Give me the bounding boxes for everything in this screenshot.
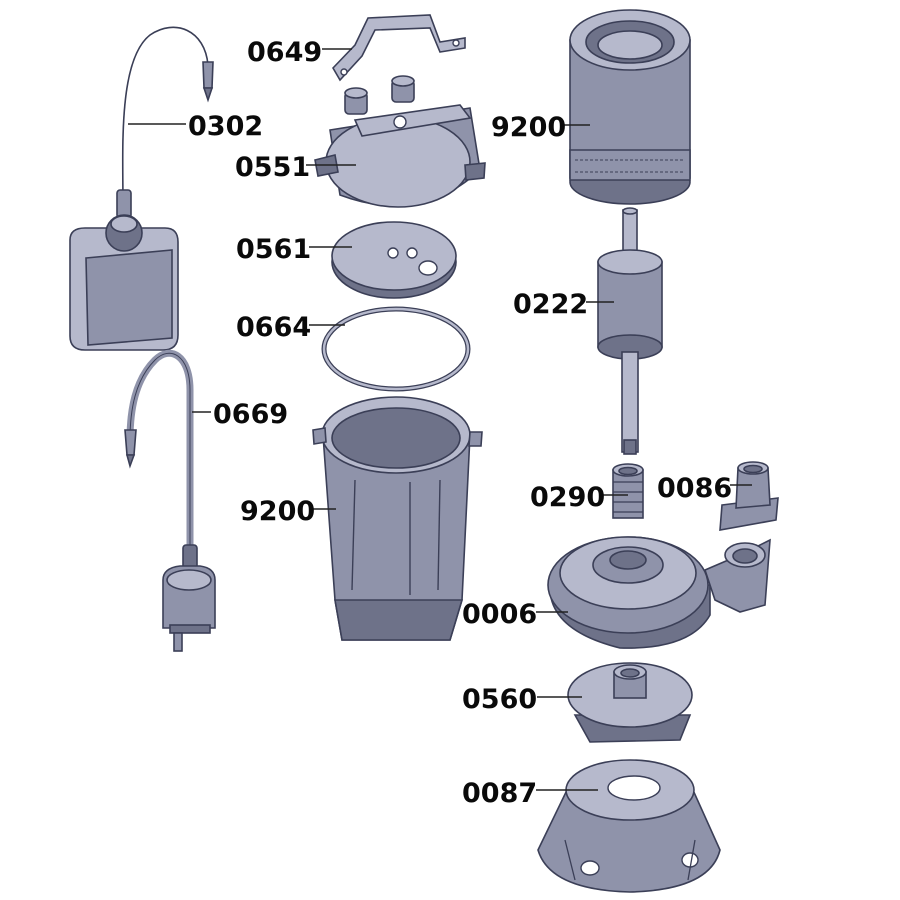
outlet-pipe-part xyxy=(719,461,779,531)
part-labels: 0302 0649 0551 9200 0561 0222 0664 0669 … xyxy=(188,37,732,809)
motor-housing-part xyxy=(312,396,483,641)
shaft-seal-part xyxy=(612,463,644,519)
bracket-part xyxy=(332,14,466,82)
label-impeller: 0560 xyxy=(462,684,537,715)
label-motor-cover: 0551 xyxy=(235,152,310,183)
label-motor-housing: 9200 xyxy=(240,496,315,527)
motor-cover-part xyxy=(314,75,486,208)
seal-plate-part xyxy=(331,221,457,299)
power-cable-assembly xyxy=(124,349,216,652)
o-ring-part xyxy=(321,306,471,392)
label-shaft-seal: 0290 xyxy=(530,482,605,513)
label-o-ring: 0664 xyxy=(236,312,311,343)
label-stator: 9200 xyxy=(491,112,566,143)
rotor-part xyxy=(597,207,663,455)
stator-part xyxy=(569,9,691,205)
float-switch-assembly xyxy=(69,26,214,351)
leader-lines xyxy=(128,48,752,791)
label-outlet-pipe: 0086 xyxy=(657,473,732,504)
pump-casing-part xyxy=(547,536,771,649)
label-seal-plate: 0561 xyxy=(236,234,311,265)
base-part xyxy=(537,759,721,893)
label-float-cable: 0302 xyxy=(188,111,263,142)
label-power-cable: 0669 xyxy=(213,399,288,430)
label-rotor: 0222 xyxy=(513,289,588,320)
label-pump-casing: 0006 xyxy=(462,599,537,630)
label-bracket: 0649 xyxy=(247,37,322,68)
impeller-part xyxy=(567,662,693,743)
label-base: 0087 xyxy=(462,778,537,809)
